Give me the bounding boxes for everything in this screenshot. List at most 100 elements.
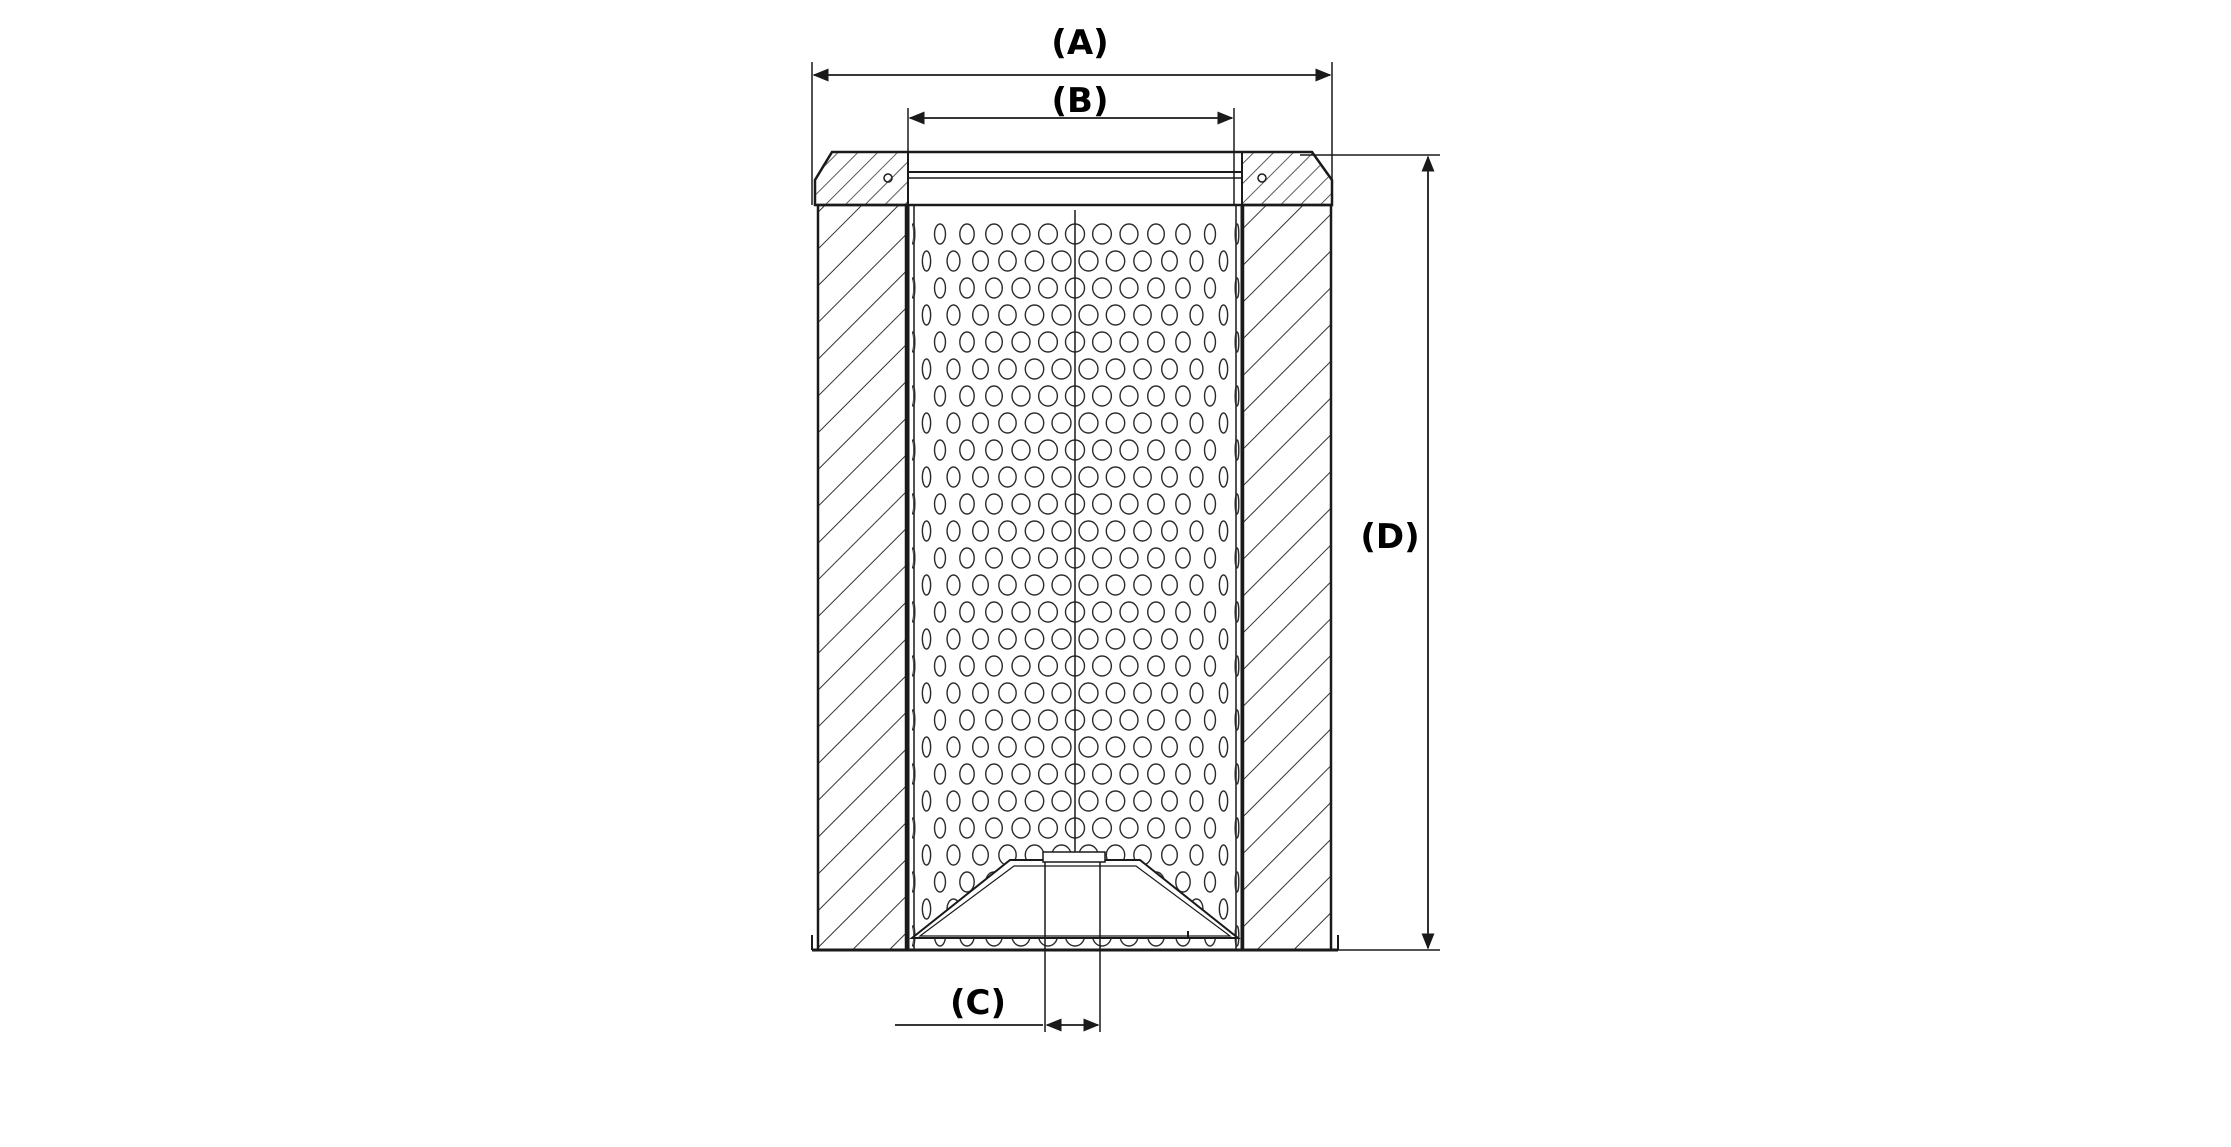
perforation-hole	[1133, 628, 1152, 650]
perforation-hole	[1091, 601, 1113, 623]
perforation-hole	[1147, 547, 1165, 569]
perforation-hole	[1189, 682, 1204, 704]
perforation-hole	[1037, 601, 1059, 623]
perforation-hole	[959, 223, 975, 245]
perforation-hole	[912, 601, 916, 623]
perforation-hole	[946, 574, 961, 596]
perforation-hole	[921, 844, 932, 866]
dimension-c: (C)	[895, 862, 1101, 1032]
perforation-hole	[1175, 709, 1191, 731]
perforation-hole	[912, 439, 916, 461]
perforation-hole	[1037, 655, 1059, 677]
perforation-hole	[946, 520, 961, 542]
perforation-hole	[985, 763, 1003, 785]
perforation-hole	[921, 466, 932, 488]
perforation-hole	[1078, 736, 1099, 758]
perforation-hole	[912, 817, 916, 839]
dimension-b: (B)	[907, 81, 1235, 205]
perforation-hole	[972, 628, 989, 650]
perforation-hole	[1161, 304, 1178, 326]
perforation-hole	[985, 817, 1003, 839]
perforation-hole	[1133, 412, 1152, 434]
perforation-hole	[1203, 871, 1217, 893]
perforation-hole	[1203, 493, 1217, 515]
perforation-hole	[1218, 790, 1229, 812]
perforation-hole	[959, 385, 975, 407]
perforation-hole	[1037, 385, 1059, 407]
perforation-hole	[1189, 520, 1204, 542]
perforation-hole	[1091, 547, 1113, 569]
perforation-hole	[1234, 439, 1240, 461]
perforation-hole	[912, 223, 916, 245]
left-media-wall	[816, 203, 908, 952]
perforation-hole	[1234, 655, 1240, 677]
perforation-hole	[933, 493, 947, 515]
perforation-hole	[1147, 277, 1165, 299]
perforation-hole	[921, 520, 932, 542]
perforation-hole	[998, 412, 1017, 434]
perforation-hole	[959, 277, 975, 299]
perforation-hole	[959, 601, 975, 623]
perforation-hole	[1119, 601, 1139, 623]
perforation-hole	[921, 628, 932, 650]
perforation-hole	[1147, 385, 1165, 407]
perforation-hole	[1024, 412, 1045, 434]
bottom-end-cap	[811, 851, 1339, 952]
perforation-hole	[1024, 466, 1045, 488]
perforation-hole	[1161, 520, 1178, 542]
perforation-hole	[912, 547, 916, 569]
perforation-hole	[972, 412, 989, 434]
perforation-hole	[912, 709, 916, 731]
perforation-hole	[1051, 304, 1072, 326]
perforation-hole	[933, 547, 947, 569]
dimension-d-label: (D)	[1360, 517, 1419, 557]
perforation-hole	[972, 520, 989, 542]
perforation-hole	[933, 763, 947, 785]
perforation-hole	[1133, 736, 1152, 758]
perforation-hole	[933, 655, 947, 677]
perforation-hole	[1024, 736, 1045, 758]
perforation-hole	[1189, 250, 1204, 272]
perforation-hole	[1147, 763, 1165, 785]
perforation-hole	[1024, 304, 1045, 326]
perforation-hole	[1234, 331, 1240, 353]
perforation-hole	[1218, 844, 1229, 866]
perforation-hole	[1024, 574, 1045, 596]
perforation-hole	[972, 574, 989, 596]
perforation-hole	[1011, 601, 1031, 623]
perforation-hole	[1203, 601, 1217, 623]
perforation-hole	[1051, 520, 1072, 542]
perforation-hole	[998, 520, 1017, 542]
perforation-hole	[1091, 493, 1113, 515]
perforation-hole	[998, 628, 1017, 650]
perforation-hole	[1105, 520, 1126, 542]
perforation-hole	[921, 682, 932, 704]
perforation-hole	[1189, 790, 1204, 812]
dimension-a-label: (A)	[1051, 23, 1108, 63]
perforation-hole	[1175, 223, 1191, 245]
perforation-hole	[1234, 277, 1240, 299]
perforation-hole	[1037, 547, 1059, 569]
perforation-hole	[1203, 277, 1217, 299]
perforation-hole	[985, 493, 1003, 515]
perforation-hole	[1133, 358, 1152, 380]
perforation-hole	[972, 682, 989, 704]
perforation-hole	[1011, 331, 1031, 353]
perforation-hole	[933, 277, 947, 299]
perforation-hole	[985, 601, 1003, 623]
perforation-hole	[1037, 277, 1059, 299]
perforation-hole	[1203, 385, 1217, 407]
perforation-hole	[1133, 250, 1152, 272]
perforation-hole	[1161, 250, 1178, 272]
perforation-hole	[1091, 223, 1113, 245]
perforation-hole	[1147, 601, 1165, 623]
perforation-hole	[912, 277, 916, 299]
perforation-hole	[933, 871, 947, 893]
perforation-hole	[1203, 817, 1217, 839]
perforation-hole	[1175, 331, 1191, 353]
perforation-hole	[1051, 466, 1072, 488]
perforation-hole	[1011, 493, 1031, 515]
perforation-hole	[933, 331, 947, 353]
perforation-hole	[959, 871, 975, 893]
